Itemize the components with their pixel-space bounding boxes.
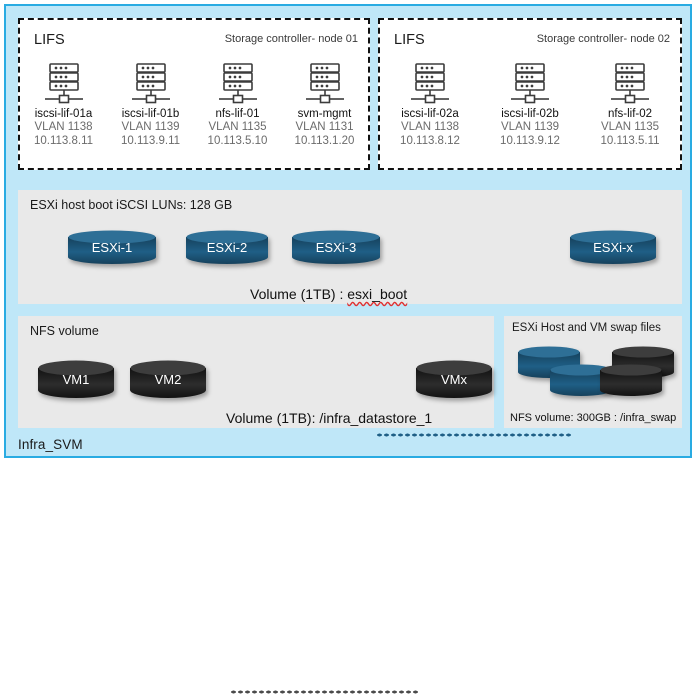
server-rack-icon [215,62,261,106]
lif-name: iscsi-lif-02b [501,108,559,120]
lif-ip: 10.113.5.10 [207,135,268,148]
storage-controller-panel-node-01: LIFS Storage controller- node 01 iscsi-l… [18,18,370,170]
server-rack-icon [607,62,653,106]
lif-ip: 10.113.8.12 [400,135,460,148]
lif-item-iscsi-lif-02b[interactable]: iscsi-lif-02b VLAN 1139 10.113.9.12 [488,62,572,149]
lif-item-iscsi-lif-01b[interactable]: iscsi-lif-01b VLAN 1139 10.113.9.11 [109,62,193,149]
lif-name: nfs-lif-02 [607,108,653,120]
swap-files-heading: ESXi Host and VM swap files [512,322,661,334]
lif-item-svm-mgmt[interactable]: svm-mgmt VLAN 1131 10.113.1.20 [283,62,367,149]
esxi-boot-lun-section: ESXi host boot iSCSI LUNs: 128 GB ESXi-1… [18,190,682,437]
lif-item-nfs-lif-02[interactable]: nfs-lif-02 VLAN 1135 10.113.5.11 [588,62,672,149]
lif-ip: 10.113.8.11 [33,135,94,148]
swap-volume-caption: NFS volume: 300GB : /infra_swap [510,412,677,424]
nfs-volume-section: NFS volume VM1 VM2 VMx Volume (1TB): /in… [18,316,494,694]
server-rack-icon [507,62,553,106]
boot-lun-disk-esxi-2[interactable]: ESXi-2 [186,230,268,264]
server-rack-icon [41,62,87,106]
lif-name: iscsi-lif-01b [121,108,180,120]
lif-list-node-01: iscsi-lif-01a VLAN 1138 10.113.8.11 iscs… [20,62,368,149]
lif-name: iscsi-lif-01a [34,108,93,120]
esxi-boot-volume-caption: Volume (1TB) : esxi_boot [250,286,407,302]
server-rack-icon [128,62,174,106]
lif-vlan: VLAN 1138 [34,121,93,133]
nfs-vm-disk-vm1[interactable]: VM1 [38,360,114,398]
lif-item-iscsi-lif-02a[interactable]: iscsi-lif-02a VLAN 1138 10.113.8.12 [388,62,472,149]
boot-lun-continuation-dots [376,433,572,437]
lif-vlan: VLAN 1138 [401,121,459,133]
lifs-title-node-02: LIFS [394,32,425,48]
lif-ip: 10.113.9.12 [500,135,560,148]
lif-item-nfs-lif-01[interactable]: nfs-lif-01 VLAN 1135 10.113.5.10 [196,62,280,149]
storage-controller-subtitle-node-02: Storage controller- node 02 [536,33,670,45]
lif-name: nfs-lif-01 [215,108,260,120]
lif-vlan: VLAN 1135 [208,121,267,133]
nfs-volume-continuation-dots [230,690,420,694]
lif-vlan: VLAN 1135 [601,121,659,133]
lif-list-node-02: iscsi-lif-02a VLAN 1138 10.113.8.12 iscs… [380,62,680,149]
swap-disk-blue-lower[interactable] [550,364,612,396]
nfs-volume-caption: Volume (1TB): /infra_datastore_1 [226,410,433,426]
server-rack-icon [302,62,348,106]
lif-name: svm-mgmt [297,108,352,120]
boot-caption-volume-name: esxi_boot [347,286,408,302]
lif-ip: 10.113.1.20 [294,135,355,148]
infra-svm-label: Infra_SVM [18,437,83,452]
storage-controller-panel-node-02: LIFS Storage controller- node 02 iscsi-l… [378,18,682,170]
lifs-title-node-01: LIFS [34,32,65,48]
nfs-volume-heading: NFS volume [30,324,99,338]
lif-item-iscsi-lif-01a[interactable]: iscsi-lif-01a VLAN 1138 10.113.8.11 [22,62,106,149]
boot-lun-disk-esxi-1[interactable]: ESXi-1 [68,230,156,264]
lif-name: iscsi-lif-02a [401,108,459,120]
esxi-boot-lun-heading: ESXi host boot iSCSI LUNs: 128 GB [30,198,233,212]
lif-ip: 10.113.9.11 [120,135,181,148]
boot-caption-prefix: Volume (1TB) : [250,286,348,302]
storage-controller-subtitle-node-01: Storage controller- node 01 [224,33,358,45]
lif-vlan: VLAN 1139 [121,121,180,133]
lif-ip: 10.113.5.11 [600,135,660,148]
swap-files-section: ESXi Host and VM swap files NFS volume: … [504,316,682,428]
infra-svm-container: LIFS Storage controller- node 01 iscsi-l… [4,4,692,694]
nfs-vm-disk-vm2[interactable]: VM2 [130,360,206,398]
boot-lun-disk-esxi-x[interactable]: ESXi-x [570,230,656,264]
server-rack-icon [407,62,453,106]
swap-disk-black-lower[interactable] [600,364,662,396]
lif-vlan: VLAN 1131 [295,121,354,133]
nfs-vm-disk-vmx[interactable]: VMx [416,360,492,398]
lif-vlan: VLAN 1139 [501,121,559,133]
boot-lun-disk-esxi-3[interactable]: ESXi-3 [292,230,380,264]
